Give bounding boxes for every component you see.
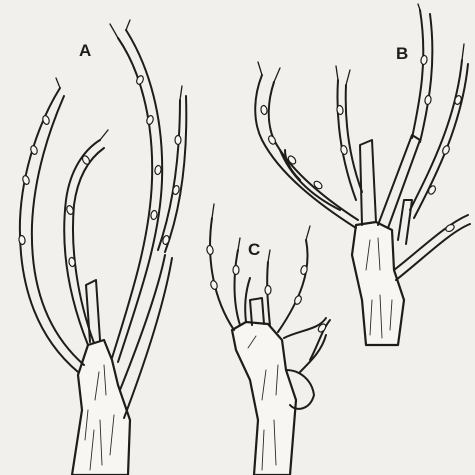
tree-c-trunk xyxy=(232,322,296,475)
tree-b-right-branch xyxy=(378,135,420,228)
tree-a-inner-branch xyxy=(64,140,100,345)
tree-c xyxy=(206,204,330,475)
label-b: B xyxy=(396,44,408,64)
tree-b-far-right-branch xyxy=(394,215,468,270)
tree-b-center-branch xyxy=(337,80,356,200)
tree-a-stub xyxy=(86,280,100,342)
tree-b xyxy=(255,4,470,345)
label-a: A xyxy=(79,41,91,61)
tree-a-buds xyxy=(18,75,181,267)
tree-a xyxy=(18,20,186,475)
tree-a-tall-branch xyxy=(112,38,152,358)
tree-c-stub xyxy=(250,298,264,325)
tree-a-left-branch xyxy=(20,88,78,372)
tree-c-buds xyxy=(206,245,327,333)
tree-b-stub xyxy=(360,140,376,225)
tree-a-trunk xyxy=(72,340,130,475)
label-c: C xyxy=(248,240,260,260)
